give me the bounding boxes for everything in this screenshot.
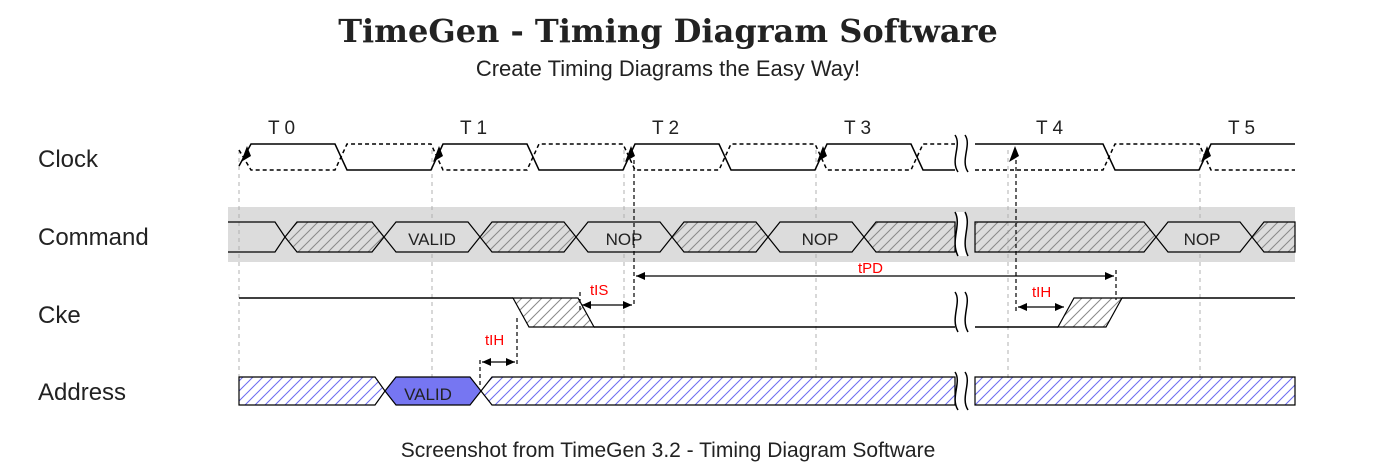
edge-label-t4: T 4	[1036, 118, 1064, 139]
clock-waveform	[238, 143, 1295, 171]
clock-edge-arrows	[241, 146, 1211, 162]
page-title: TimeGen - Timing Diagram Software	[338, 12, 998, 50]
measure-label-tih-address: tIH	[485, 332, 504, 349]
address-bus	[238, 376, 1296, 406]
command-label-nop-3: NOP	[1184, 230, 1221, 249]
edge-label-t3: T 3	[844, 118, 871, 139]
edge-label-t2: T 2	[652, 118, 679, 139]
command-label-valid: VALID	[408, 230, 456, 249]
measure-label-tis: tIS	[590, 282, 608, 299]
cke-waveform	[239, 297, 1295, 328]
measurement-arrows	[482, 272, 1114, 366]
page-subtitle: Create Timing Diagrams the Easy Way!	[475, 56, 861, 81]
signal-label-clock: Clock	[38, 146, 99, 173]
command-label-nop-1: NOP	[606, 230, 643, 249]
measure-label-tih-cke: tIH	[1032, 284, 1051, 301]
edge-label-t5: T 5	[1228, 118, 1255, 139]
address-label-valid: VALID	[404, 385, 452, 404]
measurement-reference-lines	[479, 160, 1117, 385]
edge-label-t1: T 1	[460, 118, 487, 139]
signal-label-cke: Cke	[38, 302, 81, 329]
edge-gridlines	[238, 150, 1201, 378]
edge-label-t0: T 0	[268, 118, 295, 139]
command-bus	[228, 221, 1296, 253]
measure-label-tpd: tPD	[858, 260, 883, 277]
time-break-markers	[954, 134, 969, 411]
signal-label-command: Command	[38, 224, 149, 251]
screenshot-caption: Screenshot from TimeGen 3.2 - Timing Dia…	[400, 439, 936, 462]
command-label-nop-2: NOP	[802, 230, 839, 249]
signal-label-address: Address	[38, 379, 126, 406]
